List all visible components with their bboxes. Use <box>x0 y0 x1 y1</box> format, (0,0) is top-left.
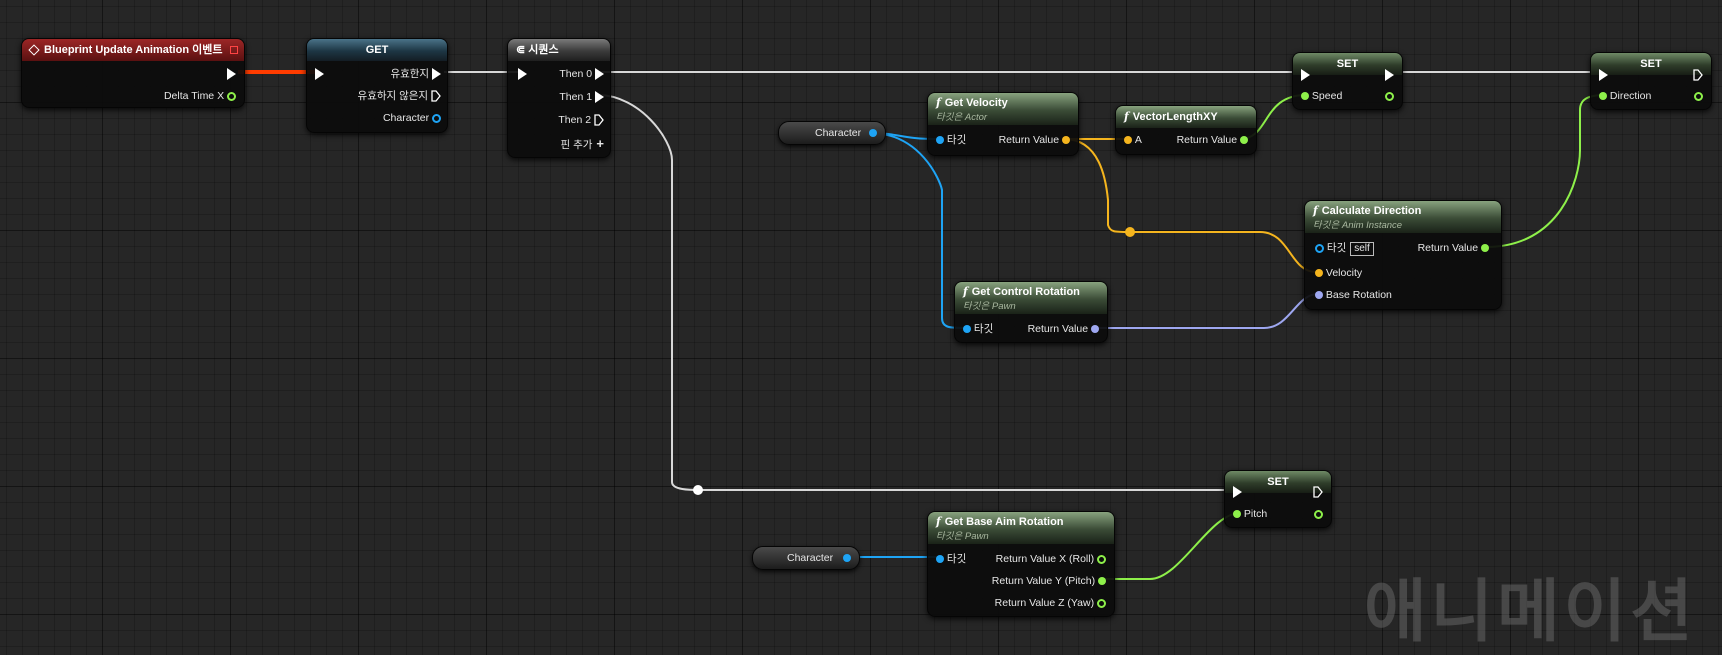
event-exec-out-pin[interactable] <box>227 67 236 81</box>
function-icon: f <box>936 515 941 528</box>
control-rotation-target-pin[interactable]: 타깃 <box>963 322 993 336</box>
control-rotation-return-pin[interactable]: Return Value <box>1028 322 1099 336</box>
set-pitch-exec-out-pin[interactable] <box>1313 485 1323 499</box>
wire-calc-direction <box>1485 94 1607 248</box>
wire-aim-pitch <box>1102 512 1241 580</box>
character-variable-node-2[interactable]: Character <box>752 546 860 570</box>
reroute-knot-pitch <box>693 485 703 495</box>
set-direction-in-pin[interactable]: Direction <box>1599 89 1651 103</box>
event-node-title: Blueprint Update Animation 이벤트 <box>44 44 223 56</box>
get-exec-in-pin[interactable] <box>315 67 324 81</box>
set-pitch-exec-in-pin[interactable] <box>1233 485 1242 499</box>
get-character-pin[interactable]: Character <box>383 111 441 125</box>
set-speed-exec-in-pin[interactable] <box>1301 68 1310 82</box>
character-out-pin[interactable] <box>869 129 877 137</box>
wire-then1 <box>597 94 1236 491</box>
set-pitch-title: SET <box>1225 471 1331 493</box>
plus-icon: + <box>596 136 604 151</box>
base-aim-return-y-pin[interactable]: Return Value Y (Pitch) <box>992 574 1106 588</box>
sequence-add-pin-button[interactable]: 핀 추가+ <box>560 136 605 152</box>
sequence-exec-in-pin[interactable] <box>518 67 527 81</box>
get-node-title: GET <box>307 39 447 61</box>
get-velocity-target-pin[interactable]: 타깃 <box>936 133 966 147</box>
set-direction-exec-out-pin[interactable] <box>1693 68 1703 82</box>
calc-base-rotation-pin[interactable]: Base Rotation <box>1315 288 1392 302</box>
wire-layer <box>238 70 1607 580</box>
base-aim-target-pin[interactable]: 타깃 <box>936 552 966 566</box>
get-velocity-return-pin[interactable]: Return Value <box>999 133 1070 147</box>
function-icon: f <box>936 96 941 109</box>
get-valid-pin[interactable]: 유효한지 <box>390 67 441 81</box>
calc-velocity-pin[interactable]: Velocity <box>1315 266 1362 280</box>
function-icon: f <box>1124 110 1129 123</box>
reroute-knot-velocity <box>1125 227 1135 237</box>
event-icon <box>28 44 40 56</box>
character-variable-node[interactable]: Character <box>778 121 886 145</box>
sequence-node[interactable]: ⋐ 시퀀스 Then 0 Then 1 Then 2 핀 추가+ <box>507 38 611 158</box>
set-pitch-node[interactable]: SET Pitch <box>1224 470 1332 528</box>
get-node[interactable]: GET 유효한지 유효하지 않은지 Character <box>306 38 448 133</box>
character-2-out-pin[interactable] <box>843 554 851 562</box>
self-badge: self <box>1350 242 1374 256</box>
function-icon: f <box>963 285 968 298</box>
wire-ctrl-base <box>1092 293 1319 329</box>
set-direction-out-pin[interactable] <box>1694 89 1703 103</box>
delta-time-pin[interactable]: Delta Time X <box>164 89 236 103</box>
wire-vel-calc <box>1063 138 1317 273</box>
event-node[interactable]: Blueprint Update Animation 이벤트 Delta Tim… <box>21 38 245 108</box>
set-speed-title: SET <box>1293 53 1402 75</box>
set-pitch-out-pin[interactable] <box>1314 507 1323 521</box>
event-node-header: Blueprint Update Animation 이벤트 <box>22 39 244 61</box>
calc-return-pin[interactable]: Return Value <box>1418 241 1489 255</box>
sequence-icon: ⋐ <box>516 44 526 56</box>
sequence-node-header: ⋐ 시퀀스 <box>508 39 610 61</box>
set-speed-exec-out-pin[interactable] <box>1385 68 1394 82</box>
function-icon: f <box>1313 204 1318 217</box>
base-aim-return-z-pin[interactable]: Return Value Z (Yaw) <box>995 596 1106 610</box>
set-direction-node[interactable]: SET Direction <box>1590 52 1712 110</box>
sequence-then0-pin[interactable]: Then 0 <box>559 67 604 81</box>
set-speed-in-pin[interactable]: Speed <box>1301 89 1342 103</box>
set-speed-out-pin[interactable] <box>1385 89 1394 103</box>
set-direction-title: SET <box>1591 53 1711 75</box>
vector-length-return-pin[interactable]: Return Value <box>1177 133 1248 147</box>
set-direction-exec-in-pin[interactable] <box>1599 68 1608 82</box>
vector-length-a-pin[interactable]: A <box>1124 133 1142 147</box>
sequence-then2-pin[interactable]: Then 2 <box>558 113 604 127</box>
set-pitch-in-pin[interactable]: Pitch <box>1233 507 1267 521</box>
event-stop-icon <box>230 46 238 54</box>
graph-watermark: 애니메이션 <box>1364 573 1697 652</box>
base-aim-return-x-pin[interactable]: Return Value X (Roll) <box>996 552 1106 566</box>
wire-char-control <box>869 132 967 329</box>
get-invalid-pin[interactable]: 유효하지 않은지 <box>358 89 441 103</box>
set-speed-node[interactable]: SET Speed <box>1292 52 1403 110</box>
sequence-then1-pin[interactable]: Then 1 <box>559 90 604 104</box>
